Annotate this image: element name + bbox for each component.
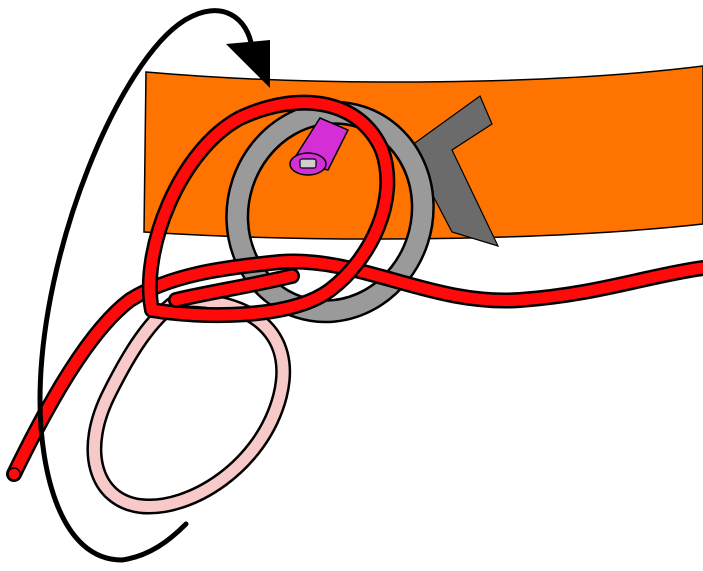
rope-working	[6, 94, 703, 482]
rope-underside-loop	[86, 291, 292, 515]
grommet-tab	[407, 95, 500, 247]
curved-arrow-icon	[37, 8, 270, 563]
pin	[289, 117, 350, 176]
